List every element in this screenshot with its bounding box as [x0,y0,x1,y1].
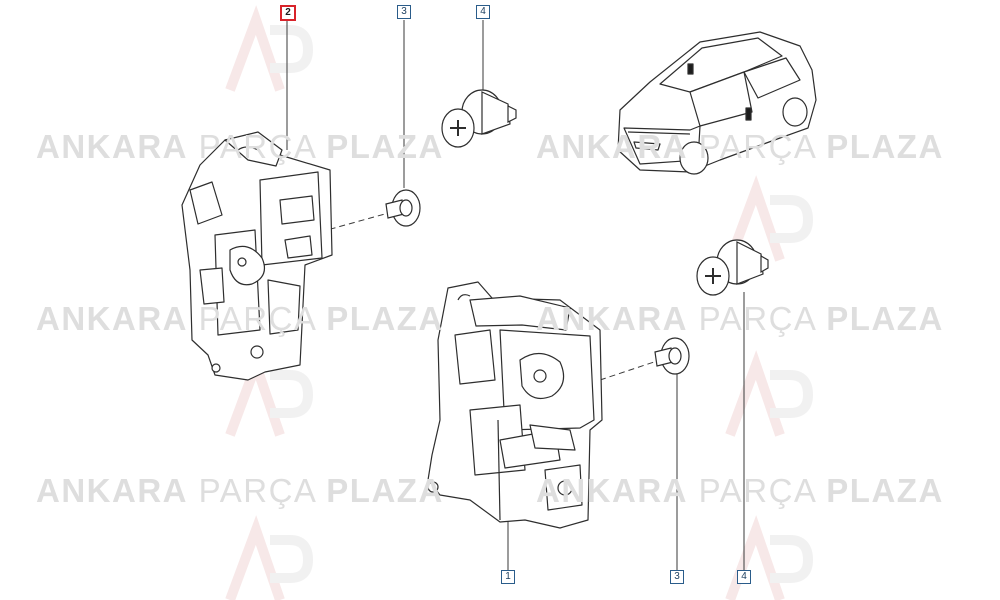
watermark-word-parca: PARÇA [698,128,816,165]
watermark-word-plaza: PLAZA [326,472,444,509]
watermark-logo [725,175,814,262]
screw-part-3-upper [385,189,421,227]
watermark-word-plaza: PLAZA [326,300,444,337]
watermark-word-plaza: PLAZA [826,128,944,165]
callout-part-2[interactable]: 2 [280,5,296,21]
watermark-logo [725,350,814,437]
watermark-word-ankara: ANKARA [36,128,188,165]
watermark-logo [725,515,814,600]
watermark-word-ankara: ANKARA [536,300,688,337]
watermark-row: ANKARA PARÇA PLAZA [36,300,444,338]
watermark-row: ANKARA PARÇA PLAZA [536,128,944,166]
watermark-word-parca: PARÇA [698,472,816,509]
screw-part-3-lower [654,337,690,375]
watermark-word-plaza: PLAZA [826,300,944,337]
callout-part-4-top[interactable]: 4 [476,5,490,19]
watermark-word-parca: PARÇA [698,300,816,337]
watermark-row: ANKARA PARÇA PLAZA [536,472,944,510]
watermark-word-parca: PARÇA [198,300,316,337]
leader-lines [286,20,745,570]
watermark-row: ANKARA PARÇA PLAZA [536,300,944,338]
watermark-word-plaza: PLAZA [326,128,444,165]
bolt-part-4-lower [696,239,769,296]
door-lock-assembly-upper [181,131,333,381]
door-lock-assembly-lower [427,281,603,529]
watermark-logo [225,5,314,92]
callout-part-3-bottom[interactable]: 3 [670,570,684,584]
callout-part-3-top[interactable]: 3 [397,5,411,19]
callout-part-1[interactable]: 1 [501,570,515,584]
watermark-word-ankara: ANKARA [36,300,188,337]
watermark-word-plaza: PLAZA [826,472,944,509]
watermark-row: ANKARA PARÇA PLAZA [36,472,444,510]
watermark-word-ankara: ANKARA [536,472,688,509]
callout-part-4-bottom[interactable]: 4 [737,570,751,584]
watermark-row: ANKARA PARÇA PLAZA [36,128,444,166]
watermark-word-ankara: ANKARA [36,472,188,509]
watermark-word-parca: PARÇA [198,128,316,165]
car-illustration [617,31,817,175]
watermark-word-ankara: ANKARA [536,128,688,165]
bolt-part-4-upper [441,89,517,148]
watermark-logo [225,515,314,600]
watermark-word-parca: PARÇA [198,472,316,509]
